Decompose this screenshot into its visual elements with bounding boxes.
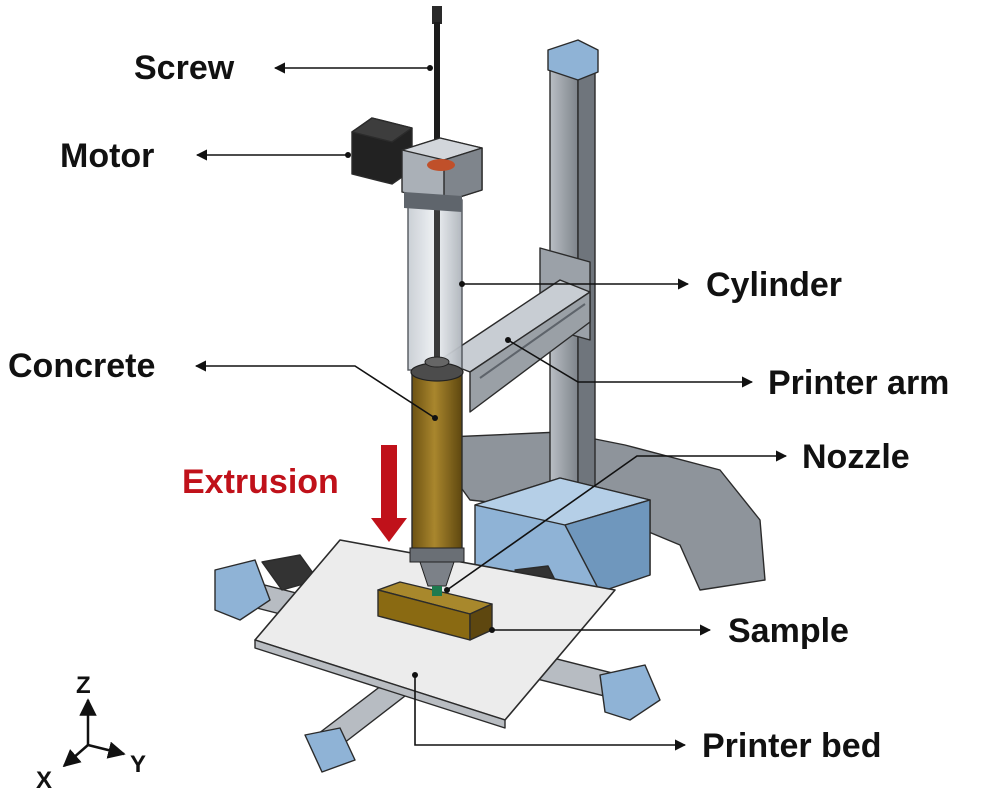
axis-label-y: Y — [130, 751, 146, 778]
label-screw: Screw — [134, 49, 235, 87]
label-nozzle: Nozzle — [802, 438, 910, 476]
label-cylinder: Cylinder — [706, 266, 842, 304]
label-motor: Motor — [60, 137, 154, 175]
sample — [377, 581, 493, 641]
y-axis-line — [87, 741, 126, 759]
x-axis-line — [62, 744, 89, 768]
axis-label-x: X — [36, 767, 52, 794]
label-sample: Sample — [728, 612, 849, 650]
cylinder — [407, 199, 463, 371]
label-printer-arm: Printer arm — [768, 364, 949, 402]
axis-label-z: Z — [76, 672, 91, 699]
extrusion-arrow — [371, 445, 407, 542]
leader-lines — [194, 62, 788, 751]
axis-triad: Z Y X — [36, 672, 146, 794]
label-extrusion: Extrusion — [182, 463, 339, 501]
label-printer-bed: Printer bed — [702, 727, 881, 765]
label-concrete: Concrete — [8, 347, 155, 385]
concrete-tube — [409, 356, 465, 596]
top-block — [401, 137, 483, 212]
printer-arm — [439, 247, 591, 413]
